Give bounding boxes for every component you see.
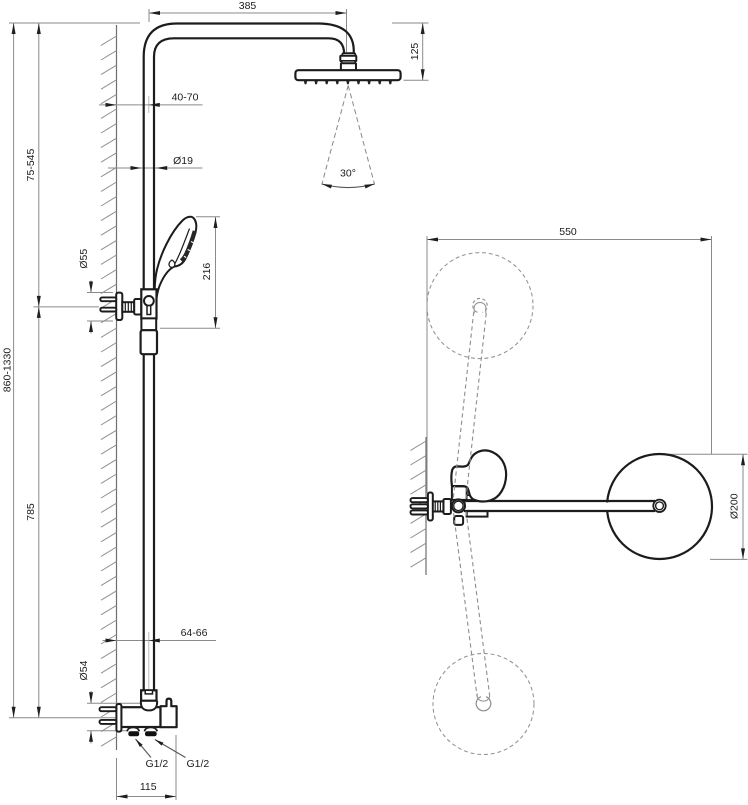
svg-text:G1/2: G1/2 xyxy=(146,758,169,770)
svg-text:30°: 30° xyxy=(340,168,356,180)
svg-text:385: 385 xyxy=(239,0,257,12)
svg-text:216: 216 xyxy=(201,263,213,281)
svg-text:Ø200: Ø200 xyxy=(729,493,741,519)
svg-text:115: 115 xyxy=(140,781,157,793)
svg-text:40-70: 40-70 xyxy=(172,91,199,103)
svg-text:Ø19: Ø19 xyxy=(173,155,193,167)
svg-text:Ø55: Ø55 xyxy=(78,249,90,269)
svg-text:125: 125 xyxy=(409,43,421,61)
svg-text:Ø54: Ø54 xyxy=(78,660,90,680)
svg-text:G1/2: G1/2 xyxy=(187,758,210,770)
svg-text:64-66: 64-66 xyxy=(181,627,208,639)
svg-text:785: 785 xyxy=(25,503,37,521)
svg-text:860-1330: 860-1330 xyxy=(2,348,14,393)
svg-text:550: 550 xyxy=(559,226,577,238)
svg-text:75-545: 75-545 xyxy=(25,148,37,181)
